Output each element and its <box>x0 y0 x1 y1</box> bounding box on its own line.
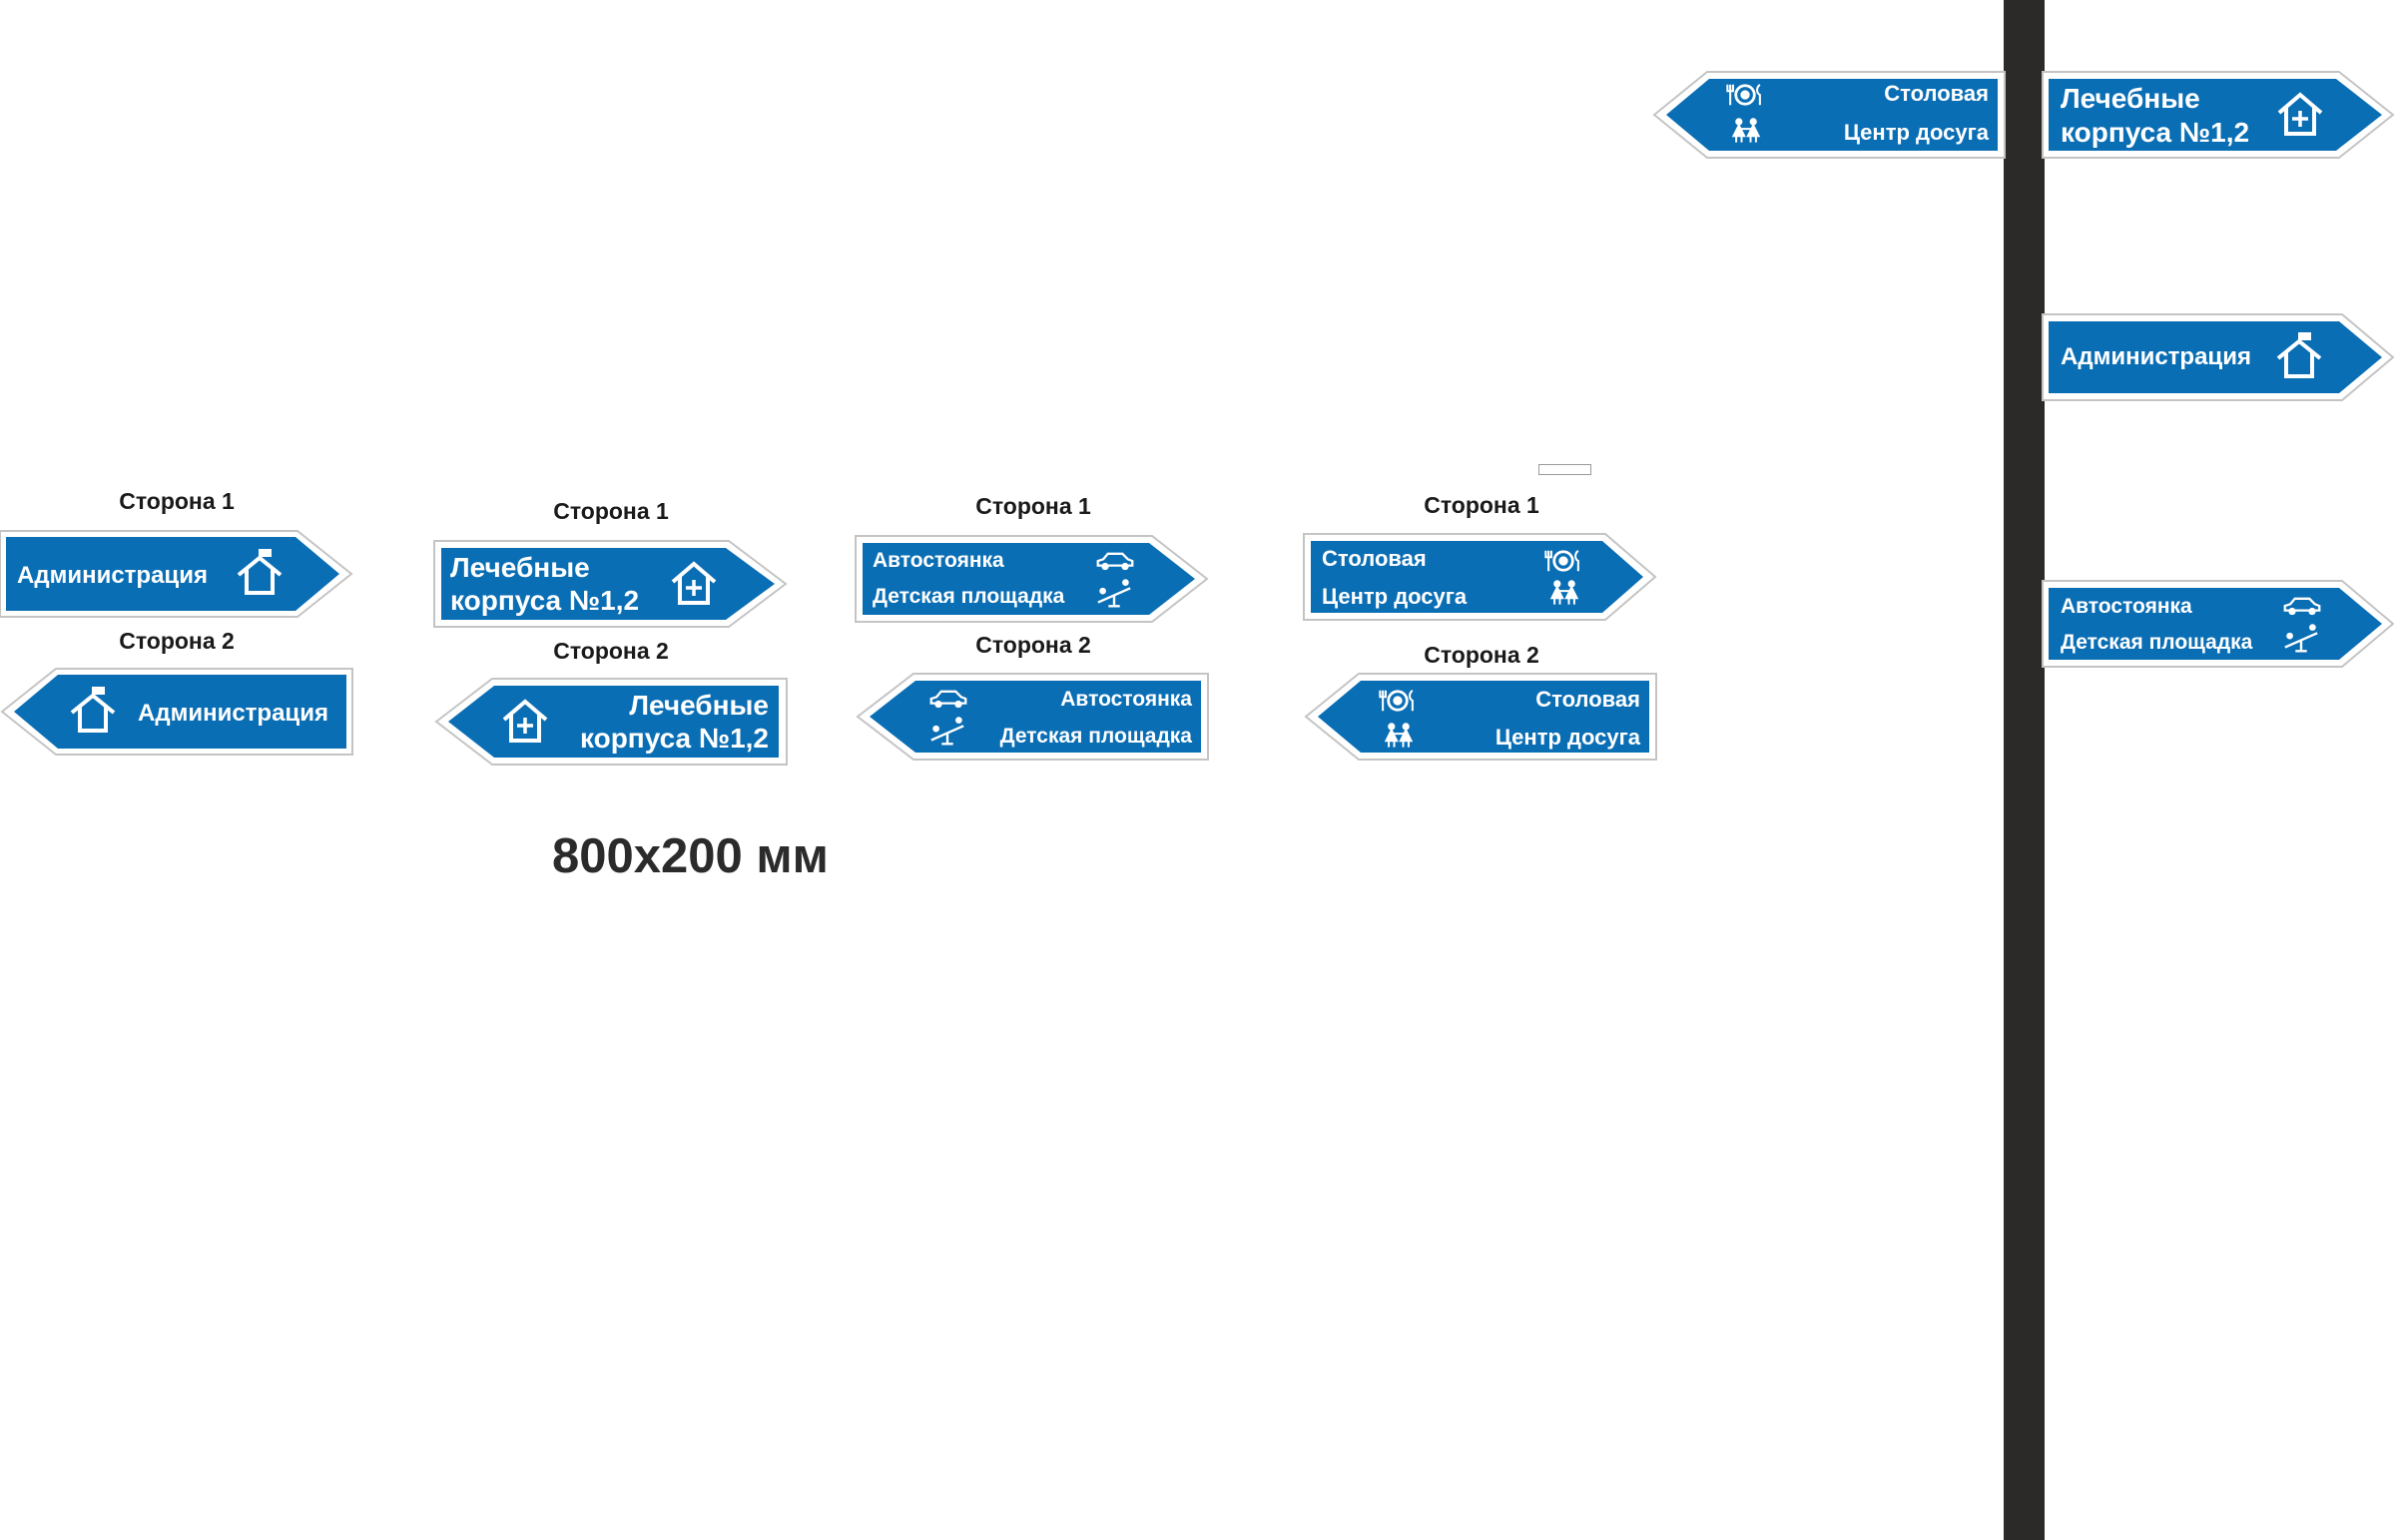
pole-sign-medical: Лечебные корпуса №1,2 <box>2042 70 2396 160</box>
sign-label-line2: Детская площадка <box>999 725 1192 748</box>
sign-label-line2: Центр досуга <box>1843 120 1989 145</box>
seesaw-icon <box>2284 624 2318 653</box>
children-icon <box>1731 118 1761 143</box>
sign-label-line1: Автостоянка <box>1060 688 1192 711</box>
size-label: 800x200 мм <box>552 829 829 883</box>
sign-label-line1: Лечебные <box>450 552 590 583</box>
caption-side2-admin: Сторона 2 <box>119 628 235 654</box>
placeholder-rectangle <box>1538 464 1591 475</box>
sign-parking-side1: Автостоянка Детская площадка <box>855 534 1210 624</box>
plate-icon <box>1544 549 1579 572</box>
sign-canteen-side1: Столовая Центр досуга <box>1303 532 1658 622</box>
sign-label-line2: корпуса №1,2 <box>579 723 769 754</box>
sign-label-line2: Детская площадка <box>873 585 1065 608</box>
sign-label: Администрация <box>138 700 328 727</box>
sign-label-line1: Столовая <box>1322 546 1427 571</box>
sign-label-line2: корпуса №1,2 <box>450 585 640 616</box>
sign-parking-side2: Автостоянка Детская площадка <box>856 672 1210 762</box>
car-icon <box>1096 552 1134 571</box>
sign-label-line1: Автостоянка <box>873 549 1004 572</box>
sign-label-line2: Детская площадка <box>2061 631 2253 654</box>
home-flag-icon <box>2276 332 2322 378</box>
seesaw-icon <box>1097 579 1131 608</box>
caption-side1-admin: Сторона 1 <box>119 488 235 514</box>
children-icon <box>1384 723 1414 748</box>
sign-label-line2: корпуса №1,2 <box>2061 117 2250 148</box>
caption-side1-parking: Сторона 1 <box>975 493 1091 519</box>
plate-icon <box>1379 689 1414 712</box>
sign-label: Администрация <box>17 562 208 589</box>
children-icon <box>1549 580 1579 605</box>
sign-label-line1: Столовая <box>1884 81 1989 106</box>
sign-label-line1: Лечебные <box>2061 83 2200 114</box>
home-plus-icon <box>2277 92 2323 136</box>
sign-label-line1: Лечебные <box>629 690 769 721</box>
sign-medical-side2: Лечебные корпуса №1,2 <box>434 677 789 767</box>
caption-side2-medical: Сторона 2 <box>553 638 669 664</box>
plate-icon <box>1726 83 1761 106</box>
sign-label-line2: Центр досуга <box>1495 725 1640 750</box>
caption-side1-canteen: Сторона 1 <box>1424 492 1539 518</box>
sign-label-line1: Столовая <box>1535 687 1640 712</box>
caption-side1-medical: Сторона 1 <box>553 498 669 524</box>
home-plus-icon <box>671 561 717 605</box>
sign-medical-side1: Лечебные корпуса №1,2 <box>433 539 789 629</box>
sign-administration-side2: Администрация <box>0 667 354 757</box>
pole-sign-canteen: Столовая Центр досуга <box>1652 70 2007 160</box>
sign-label: Администрация <box>2061 343 2251 370</box>
pole-sign-administration: Администрация <box>2042 312 2396 402</box>
signpost-pole <box>2004 0 2045 1540</box>
home-flag-icon <box>237 549 283 595</box>
sign-label-line2: Центр досуга <box>1322 584 1468 609</box>
caption-side2-canteen: Сторона 2 <box>1424 642 1539 668</box>
home-flag-icon <box>70 687 116 733</box>
seesaw-icon <box>930 717 964 746</box>
home-plus-icon <box>502 699 548 743</box>
pole-sign-parking: Автостоянка Детская площадка <box>2042 579 2396 669</box>
sign-label-line1: Автостоянка <box>2061 595 2192 618</box>
sign-administration-side1: Администрация <box>0 529 354 619</box>
caption-side2-parking: Сторона 2 <box>975 632 1091 658</box>
car-icon <box>929 690 967 709</box>
car-icon <box>2283 597 2321 616</box>
sign-canteen-side2: Столовая Центр досуга <box>1304 672 1658 762</box>
